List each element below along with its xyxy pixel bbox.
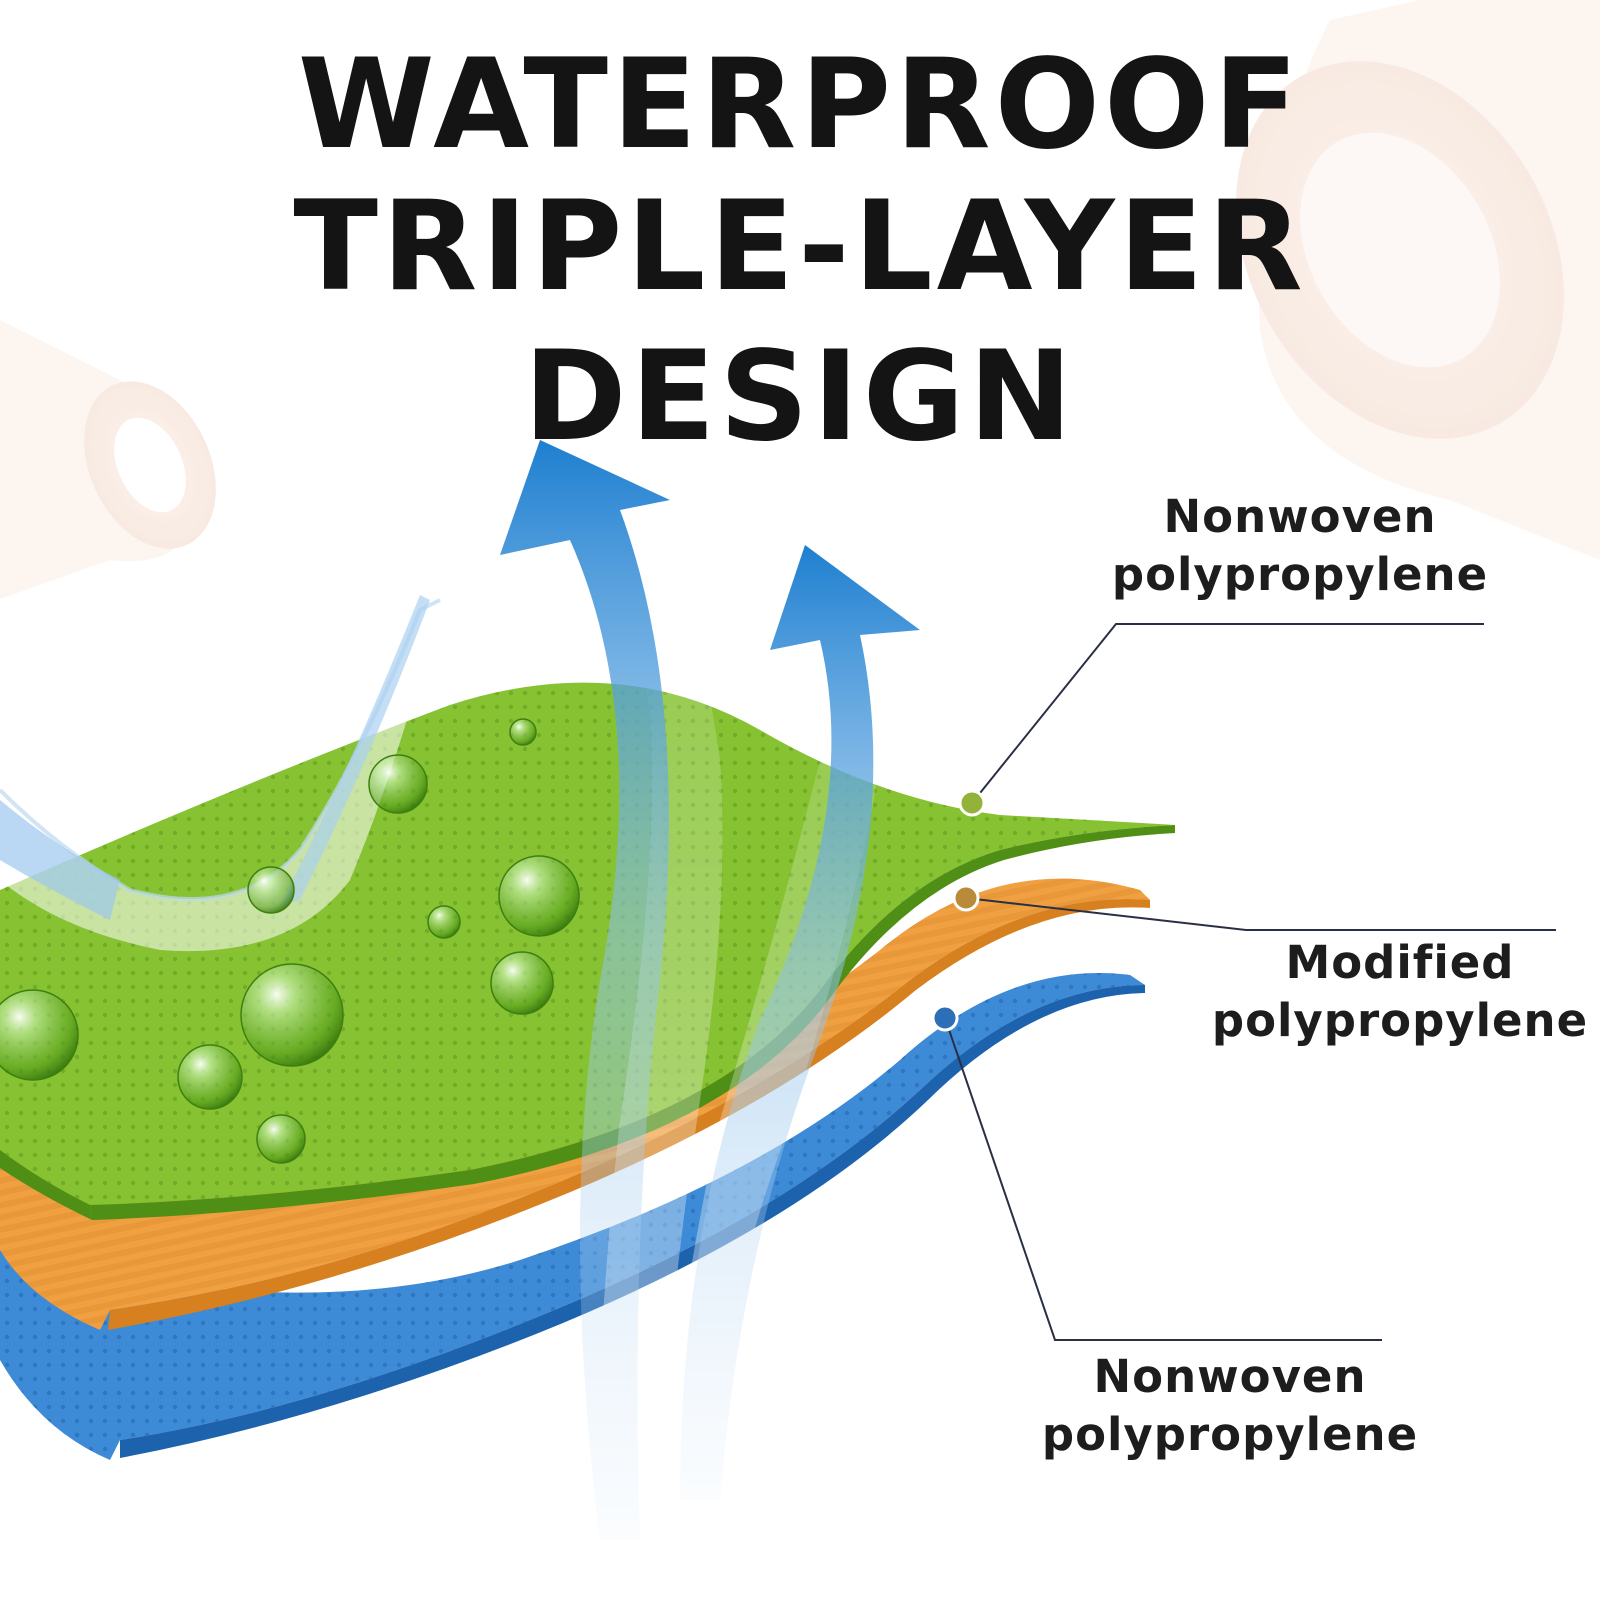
water-droplet-icon	[509, 718, 537, 746]
label-top-name: Nonwoven	[1163, 490, 1437, 543]
label-middle-layer: Modified polypropylene	[1190, 934, 1600, 1050]
orange-layer	[0, 878, 1150, 1330]
airflow-arrow-icon	[680, 545, 920, 1500]
label-top-layer: Nonwoven polypropylene	[1090, 488, 1510, 604]
leader-lines	[944, 623, 1556, 1341]
airflow-arrow-icon	[0, 595, 430, 920]
blue-layer	[0, 973, 1145, 1460]
water-droplet-icon	[256, 1114, 306, 1164]
water-droplet-icon	[177, 1044, 243, 1110]
label-bottom-layer: Nonwoven polypropylene	[1020, 1348, 1440, 1464]
water-droplets	[0, 718, 580, 1164]
fabric-roll-icon	[1236, 0, 1600, 560]
leader-dots	[931, 789, 986, 1032]
water-droplet-icon	[247, 866, 295, 914]
water-droplet-icon	[368, 754, 428, 814]
water-droplet-icon	[498, 855, 580, 937]
green-layer	[0, 682, 1175, 1220]
water-droplet-icon	[490, 951, 554, 1015]
label-middle-name: Modified	[1285, 936, 1515, 989]
label-middle-material: polypropylene	[1211, 994, 1589, 1047]
leader-line-middle	[965, 897, 1556, 931]
label-bottom-material: polypropylene	[1041, 1408, 1419, 1461]
title-line-1: WATERPROOF	[297, 33, 1303, 177]
water-droplet-icon	[427, 905, 461, 939]
fabric-roll-icon	[0, 320, 216, 599]
water-droplet-icon	[240, 963, 344, 1067]
water-droplet-icon	[0, 989, 79, 1081]
leader-line-bottom	[944, 1017, 1382, 1341]
label-top-material: polypropylene	[1111, 548, 1489, 601]
leader-line-top	[971, 623, 1484, 804]
leader-dot-bottom	[931, 1004, 959, 1032]
title-line-2: TRIPLE-LAYER DESIGN	[293, 175, 1307, 469]
label-bottom-name: Nonwoven	[1093, 1350, 1367, 1403]
airflow-arrow-icon	[500, 440, 670, 1540]
leader-dot-top	[958, 789, 986, 817]
leader-dot-middle	[952, 884, 980, 912]
